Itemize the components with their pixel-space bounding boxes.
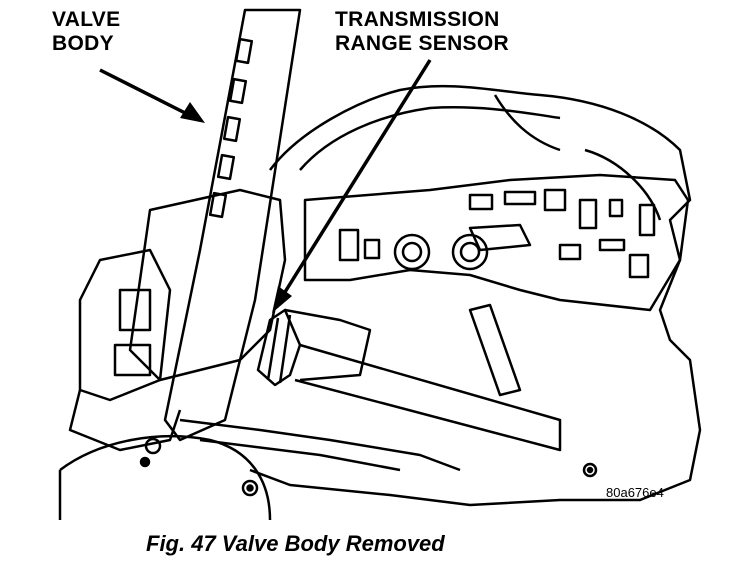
valve-body-leader xyxy=(99,68,196,120)
linkage xyxy=(179,303,598,497)
trs-label-line1: TRANSMISSION xyxy=(335,8,500,31)
image-code: 80a676e4 xyxy=(606,485,664,500)
bell-housing xyxy=(58,435,272,521)
valve-body xyxy=(68,8,302,468)
valve-body-label: VALVE BODY xyxy=(52,8,120,56)
transmission-case xyxy=(249,84,702,507)
figure-caption: Fig. 47 Valve Body Removed xyxy=(146,531,445,556)
leader-arrows xyxy=(99,59,432,313)
transmission-range-sensor-label: TRANSMISSION RANGE SENSOR xyxy=(335,8,509,56)
trs-label-line2: RANGE SENSOR xyxy=(335,32,509,55)
valve-body-label-line1: VALVE xyxy=(52,8,121,31)
transmission-range-sensor xyxy=(256,308,562,452)
separator-plate xyxy=(303,173,690,312)
trs-leader xyxy=(278,59,432,301)
valve-body-arrowhead xyxy=(180,102,205,123)
trs-arrowhead xyxy=(272,286,292,313)
valve-body-label-line2: BODY xyxy=(52,32,114,55)
